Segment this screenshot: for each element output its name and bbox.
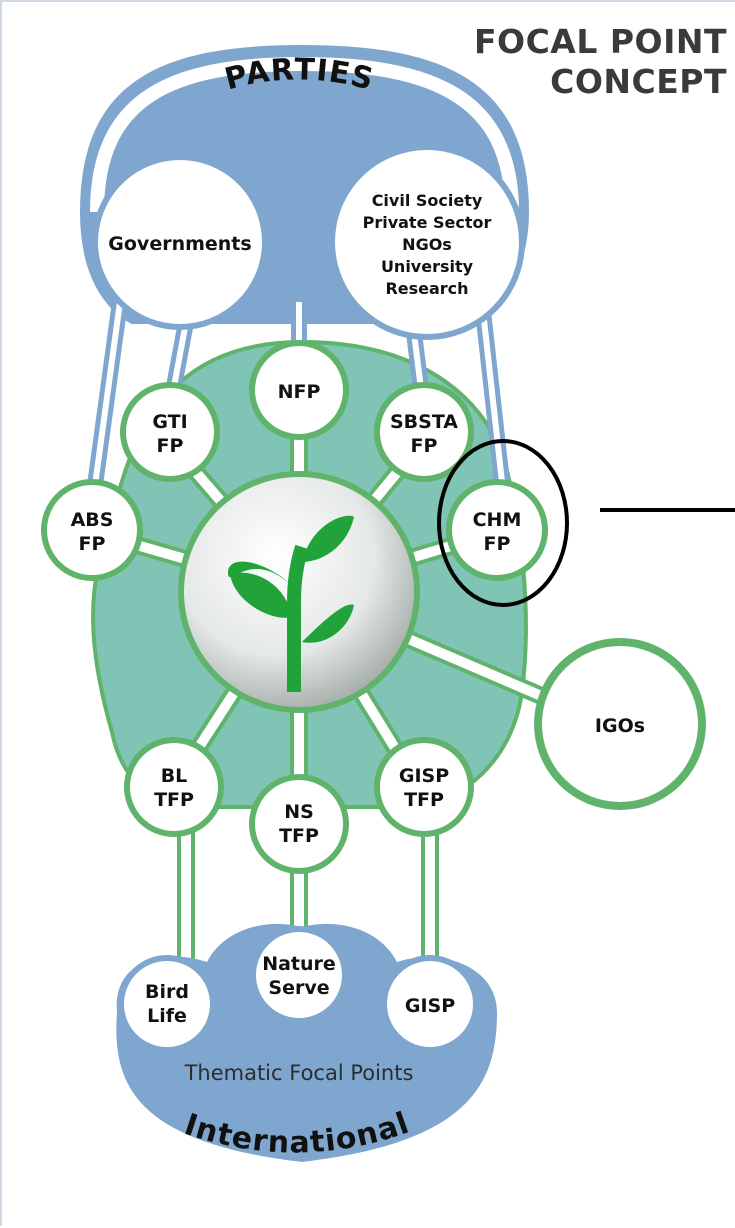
nfp-label: NFP <box>278 381 321 403</box>
igos-node: IGOs <box>534 638 706 810</box>
chm-highlight-ellipse <box>437 439 569 607</box>
parties-inner-ring <box>90 56 519 213</box>
gisp-label: GISP <box>405 995 455 1017</box>
governments-label: Governments <box>108 233 251 255</box>
igos-label: IGOs <box>595 715 645 737</box>
civil-society-line-1: Civil Society <box>372 191 483 210</box>
bl-tfp-line-1: BL <box>161 765 188 787</box>
abs-fp-node: ABS FP <box>41 479 143 581</box>
abs-fp-line-1: ABS <box>71 509 114 531</box>
governments-node: Governments <box>92 154 268 330</box>
civil-society-line-3: NGOs <box>402 235 452 254</box>
chm-fp-line-2: FP <box>484 533 511 555</box>
ns-tfp-node: NS TFP <box>249 774 349 874</box>
nfp-node: NFP <box>249 340 349 440</box>
birdlife-line-2: Life <box>147 1005 187 1027</box>
international-group: Thematic Focal Points International Bird… <box>116 923 497 1162</box>
chm-fp-line-1: CHM <box>473 509 522 531</box>
ns-tfp-line-1: NS <box>284 801 314 823</box>
sbsta-fp-line-2: FP <box>411 435 438 457</box>
chm-fp-node: CHM FP <box>446 479 548 581</box>
civil-society-node: Civil Society Private Sector NGOs Univer… <box>329 144 525 340</box>
diagram-title-line-1: FOCAL POINT <box>473 22 727 61</box>
gisp-tfp-node: GISP TFP <box>374 737 474 837</box>
sbsta-fp-node: SBSTA FP <box>374 382 474 482</box>
birdlife-node: Bird Life <box>118 955 216 1053</box>
thematic-focal-points-label: Thematic Focal Points <box>184 1061 414 1085</box>
civil-society-line-5: Research <box>385 279 468 298</box>
gisp-node: GISP <box>381 955 479 1053</box>
birdlife-line-1: Bird <box>145 981 189 1003</box>
civil-society-line-4: University <box>381 257 474 276</box>
civil-society-line-2: Private Sector <box>363 213 492 232</box>
ns-tfp-line-2: TFP <box>279 825 319 847</box>
natureserve-line-1: Nature <box>262 953 336 975</box>
gisp-tfp-line-2: TFP <box>404 789 444 811</box>
bl-tfp-node: BL TFP <box>124 737 224 837</box>
sprout-icon <box>227 515 354 692</box>
gisp-tfp-line-1: GISP <box>399 765 449 787</box>
gti-fp-node: GTI FP <box>120 382 220 482</box>
bl-tfp-line-2: TFP <box>154 789 194 811</box>
center-sphere <box>178 471 420 713</box>
diagram-title-line-2: CONCEPT <box>550 62 727 101</box>
gti-fp-line-2: FP <box>157 435 184 457</box>
sbsta-fp-line-1: SBSTA <box>390 411 458 433</box>
natureserve-node: Nature Serve <box>250 926 348 1024</box>
gti-fp-line-1: GTI <box>152 411 187 433</box>
natureserve-line-2: Serve <box>268 977 329 999</box>
abs-fp-line-2: FP <box>79 533 106 555</box>
